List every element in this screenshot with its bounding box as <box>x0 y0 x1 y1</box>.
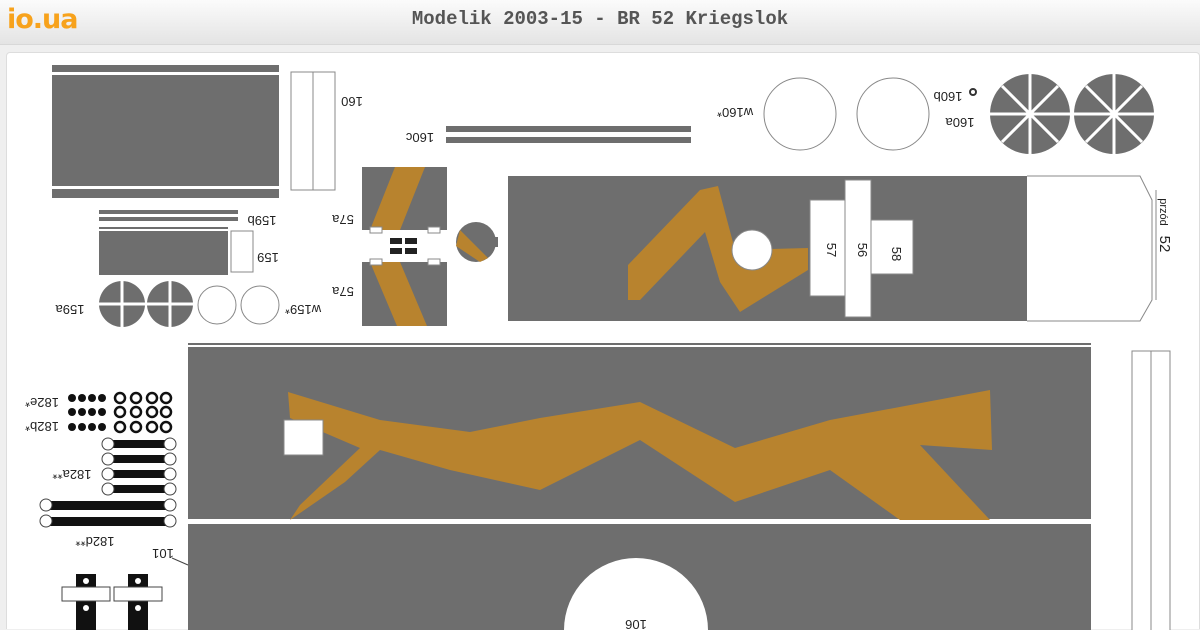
part-106-circle <box>564 558 708 630</box>
part-159b-strip <box>99 210 238 214</box>
label-w159: w159* <box>285 302 322 317</box>
label-159: 159 <box>257 250 279 265</box>
part-160c-strip <box>446 137 691 143</box>
label-57a: 57a <box>331 284 353 299</box>
label-57: 57 <box>824 243 839 257</box>
label-57a: 57a <box>331 212 353 227</box>
part-159-panel <box>99 227 228 275</box>
part-w160-circle <box>763 77 837 151</box>
part-w160-circle <box>856 77 930 151</box>
label-56: 56 <box>855 243 870 257</box>
label-182b: 182b* <box>25 419 59 434</box>
label-159a: 159a <box>55 302 85 317</box>
part-182-small-parts <box>39 391 189 630</box>
label-w160: w160* <box>717 105 754 120</box>
label-160b: 160b <box>934 89 963 104</box>
part-160c-strip <box>446 126 691 132</box>
label-160a: 160a <box>945 115 975 130</box>
label-182d: 182d** <box>75 534 114 549</box>
label-52: 52 <box>1156 236 1173 253</box>
label-160: 160 <box>341 94 363 109</box>
label-182e: 182e* <box>25 395 59 410</box>
page-header: io.ua Modelik 2003-15 - BR 52 Kriegslok <box>0 0 1200 45</box>
wheel-icon <box>99 74 1154 327</box>
label-58: 58 <box>889 247 904 261</box>
part-160-panel <box>52 65 279 198</box>
label-106: 106 <box>625 617 647 630</box>
page-title: Modelik 2003-15 - BR 52 Kriegslok <box>411 8 789 30</box>
site-logo[interactable]: io.ua <box>7 4 79 35</box>
part-w159-circle <box>240 285 280 325</box>
ochre-zigzag <box>628 186 808 312</box>
part-159b-strip <box>99 217 238 221</box>
part-w159-circle <box>197 285 237 325</box>
label-159b: 159b <box>248 213 277 228</box>
label-przod: przód <box>1157 198 1169 226</box>
label-182a: 182a** <box>52 467 91 482</box>
label-101: 101 <box>152 546 174 561</box>
label-160c: 160c <box>405 130 434 145</box>
ochre-zigzag-large <box>288 390 992 520</box>
part-52-front <box>1027 175 1153 322</box>
